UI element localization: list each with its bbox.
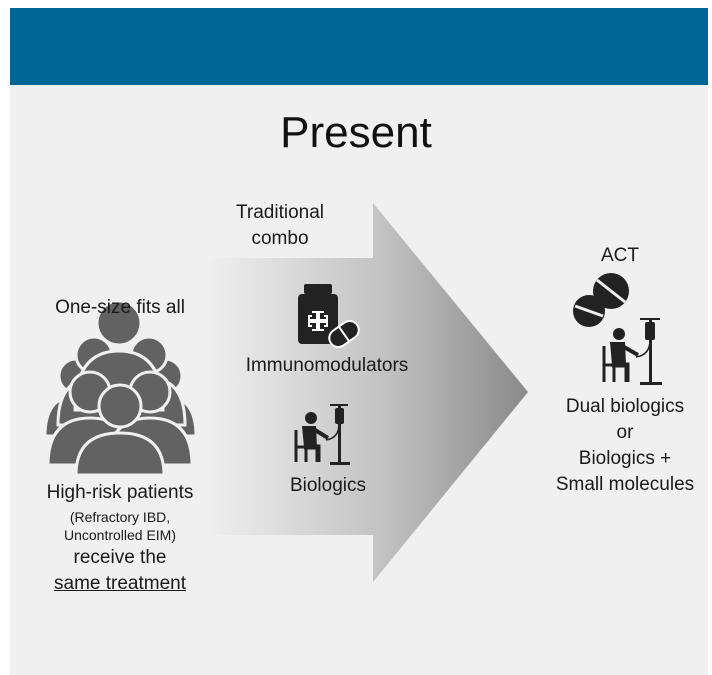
right-heading: ACT — [601, 245, 639, 266]
left-line-3: Uncontrolled EIM) — [63, 527, 177, 543]
people-group-icon — [43, 299, 198, 477]
left-line-4: receive the — [73, 547, 167, 568]
page-title: Present — [280, 108, 432, 157]
immunomodulators-label: Immunomodulators — [245, 355, 409, 376]
same-treatment-text: same treatment — [54, 573, 186, 594]
right-line-4: Small molecules — [555, 474, 695, 495]
iv-infusion-icon — [294, 404, 350, 465]
right-line-3: Biologics + — [578, 448, 672, 469]
left-line-1: High-risk patients — [46, 482, 194, 503]
right-line-2: or — [616, 422, 634, 443]
pills-icon — [573, 273, 629, 327]
left-heading: One-size fits all — [55, 297, 185, 318]
right-line-1: Dual biologics — [565, 396, 685, 417]
left-line-2: (Refractory IBD, — [69, 509, 171, 525]
left-line-5-underlined: same treatment — [20, 573, 220, 595]
biologics-label: Biologics — [289, 475, 367, 496]
middle-heading-line-1: Traditional — [235, 202, 324, 223]
iv-infusion-icon-right — [602, 318, 662, 385]
header-bar — [10, 8, 708, 85]
progression-arrow — [205, 203, 528, 582]
pill-bottle-icon — [298, 284, 360, 349]
middle-heading-line-2: combo — [251, 228, 309, 249]
